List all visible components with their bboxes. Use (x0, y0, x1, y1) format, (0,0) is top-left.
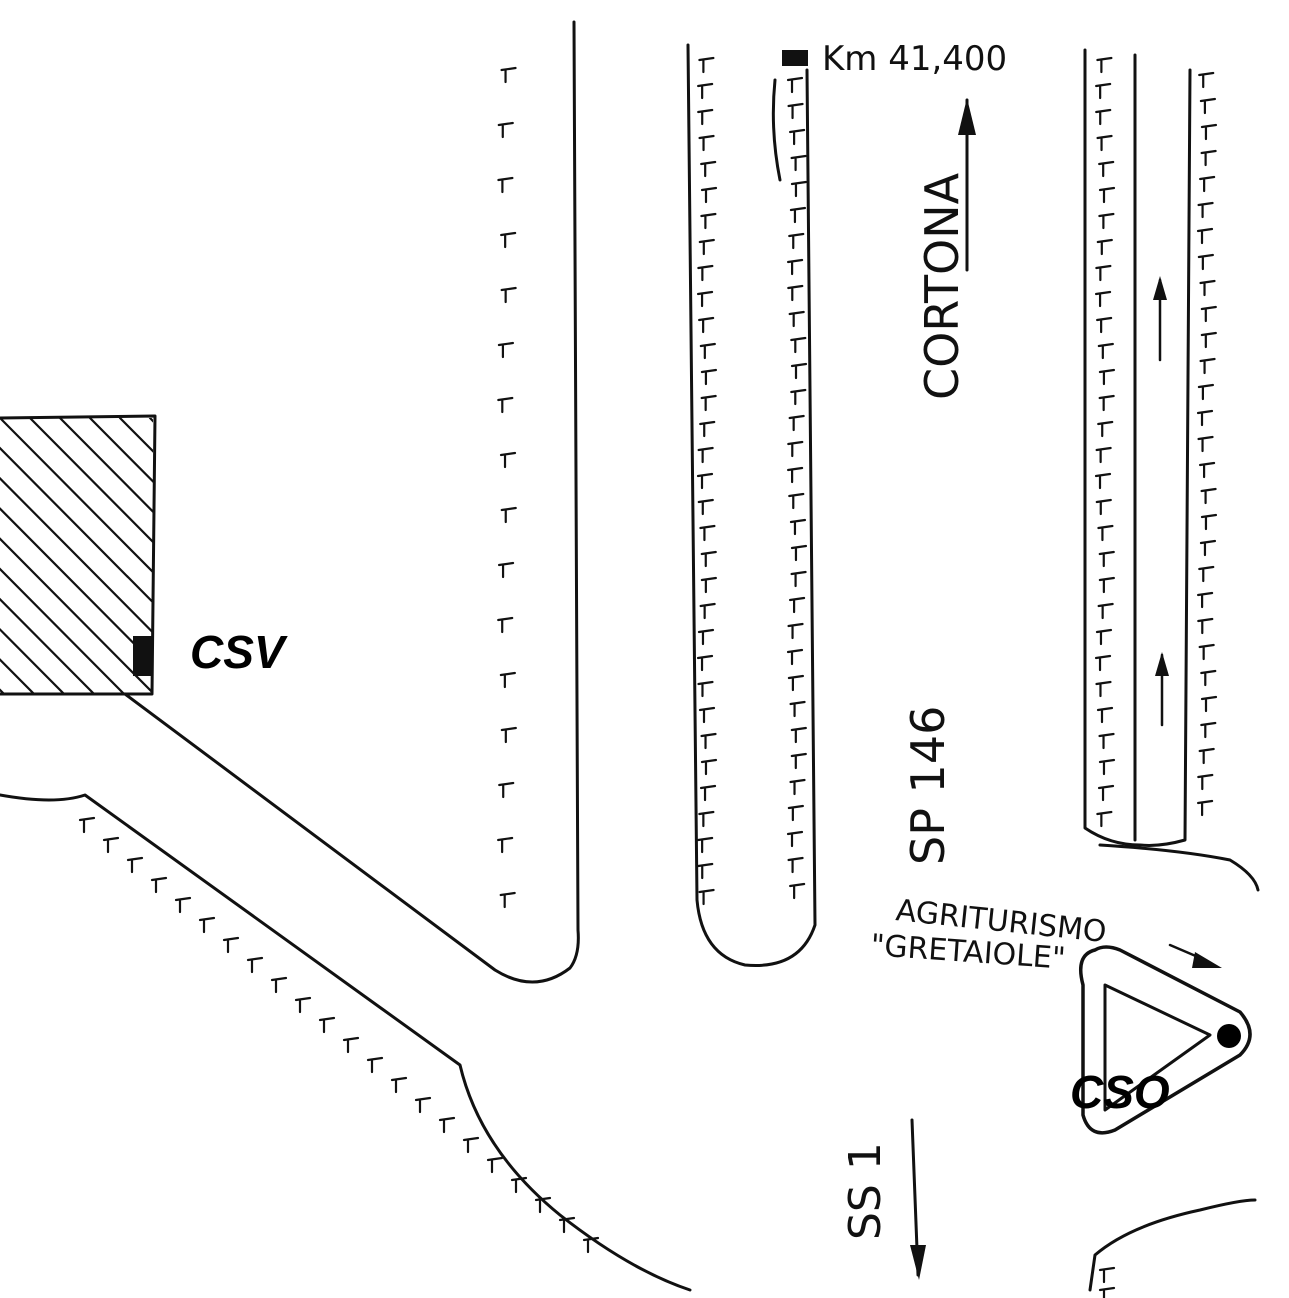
ss1-direction: SS 1 (840, 1118, 926, 1280)
vegetation-ticks (78, 56, 1218, 1298)
ss1-label: SS 1 (840, 1142, 891, 1240)
csv-label: CSV (190, 626, 288, 678)
triangle-island: CSO (1070, 945, 1252, 1135)
agriturismo-sign: AGRITURISMO "GRETAIOLE" (869, 893, 1222, 977)
cso-label: CSO (1070, 1066, 1170, 1118)
km-marker: Km 41,400 (782, 39, 1007, 79)
cortona-direction: CORTONA (915, 98, 976, 400)
cso-dot-marker (1217, 1024, 1241, 1048)
sp146-label: SP 146 (901, 706, 955, 865)
km-label: Km 41,400 (822, 39, 1007, 79)
lane-arrows (1153, 276, 1169, 727)
csv-marker: CSV (133, 626, 288, 678)
road-network (0, 20, 1260, 1292)
cortona-label: CORTONA (915, 172, 969, 400)
